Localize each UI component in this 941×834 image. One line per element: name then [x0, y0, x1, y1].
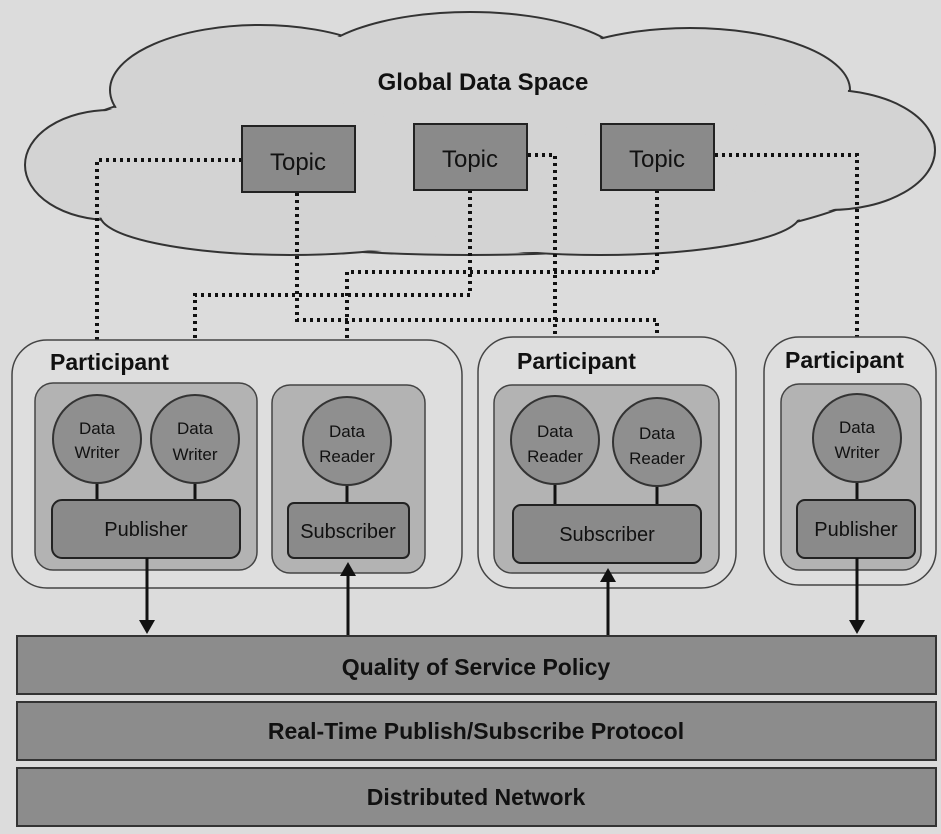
entity-line-2: Writer — [172, 445, 217, 464]
entity-line-1: Data — [79, 419, 115, 438]
data-reader: Data Reader — [302, 396, 392, 486]
participant-2: Participant Data Reader Data Reader Subs… — [477, 336, 737, 589]
subscriber-label: Subscriber — [300, 521, 396, 543]
subscriber-group: Data Reader Data Reader Subscriber — [493, 384, 720, 574]
participant-label: Participant — [785, 347, 904, 373]
publisher-group: Data Writer Publisher — [780, 383, 922, 571]
layer-arrows — [139, 558, 865, 636]
entity-line-2: Writer — [834, 443, 879, 462]
entity-line-2: Writer — [74, 443, 119, 462]
subscriber-box: Subscriber — [287, 502, 410, 559]
participant-3: Participant Data Writer Publisher — [763, 336, 937, 586]
entity-line-2: Reader — [319, 447, 375, 466]
participant-label: Participant — [50, 349, 169, 375]
subscriber-group: Data Reader Subscriber — [271, 384, 426, 574]
topic-box: Topic — [241, 125, 356, 193]
participant-1: Participant Data Writer Data Writer Publ… — [11, 339, 463, 589]
layer-qos: Quality of Service Policy — [16, 635, 937, 695]
data-writer: Data Writer — [150, 394, 240, 484]
publisher-label: Publisher — [814, 519, 898, 541]
layer-label: Real-Time Publish/Subscribe Protocol — [268, 718, 684, 744]
topic-label: Topic — [270, 149, 326, 176]
entity-line-1: Data — [537, 422, 573, 441]
entity-line-1: Data — [177, 419, 213, 438]
publisher-group: Data Writer Data Writer Publisher — [34, 382, 258, 571]
subscriber-box: Subscriber — [512, 504, 702, 564]
publisher-box: Publisher — [51, 499, 241, 559]
topic-box: Topic — [600, 123, 715, 191]
entity-line-1: Data — [329, 422, 365, 441]
layer-network: Distributed Network — [16, 767, 937, 827]
subscriber-label: Subscriber — [559, 524, 655, 546]
data-writer: Data Writer — [812, 393, 902, 483]
data-reader: Data Reader — [510, 395, 600, 485]
participant-label: Participant — [517, 348, 636, 374]
topic-label: Topic — [629, 146, 685, 173]
global-data-space-cloud: Global Data Space — [24, 11, 936, 256]
layer-label: Quality of Service Policy — [342, 654, 611, 680]
entity-line-2: Reader — [629, 449, 685, 468]
entity-line-1: Data — [839, 418, 875, 437]
topic-label: Topic — [442, 146, 498, 173]
layer-label: Distributed Network — [367, 784, 586, 810]
data-reader: Data Reader — [612, 397, 702, 487]
global-data-space-title: Global Data Space — [378, 69, 589, 96]
entity-line-1: Data — [639, 424, 675, 443]
data-writer: Data Writer — [52, 394, 142, 484]
layer-rtps: Real-Time Publish/Subscribe Protocol — [16, 701, 937, 761]
publisher-box: Publisher — [796, 499, 916, 559]
publisher-label: Publisher — [104, 519, 188, 541]
topic-box: Topic — [413, 123, 528, 191]
entity-line-2: Reader — [527, 447, 583, 466]
